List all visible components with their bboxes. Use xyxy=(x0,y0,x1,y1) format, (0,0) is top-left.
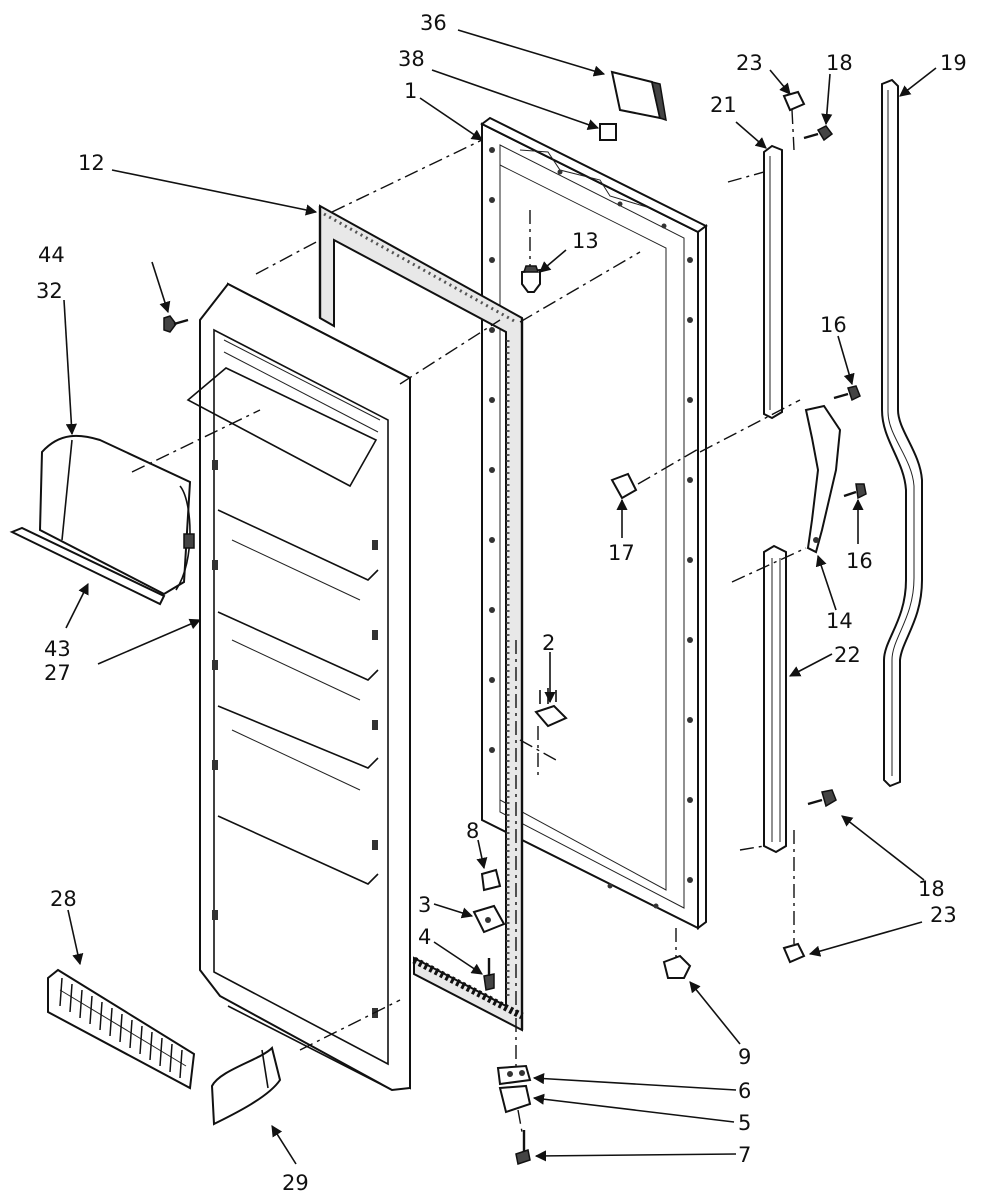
callout-44: 44 xyxy=(38,243,65,267)
callout-12: 12 xyxy=(78,151,105,175)
callout-1: 1 xyxy=(404,79,417,103)
door-gasket xyxy=(318,204,524,1032)
screw-44 xyxy=(163,315,189,333)
callout-21: 21 xyxy=(710,93,737,117)
washer-3 xyxy=(472,904,506,934)
callout-2: 2 xyxy=(542,631,555,655)
trim-strip xyxy=(9,526,166,606)
cap-23-bottom xyxy=(782,942,806,964)
hinge-bracket-14 xyxy=(804,404,842,554)
screw-7 xyxy=(515,1130,531,1165)
callout-5: 5 xyxy=(738,1111,751,1135)
lower-trim-22 xyxy=(763,544,787,854)
callout-16-top: 16 xyxy=(820,313,847,337)
handle-cap xyxy=(210,1046,282,1126)
callout-38: 38 xyxy=(398,47,425,71)
callout-4: 4 xyxy=(418,925,431,949)
callout-32: 32 xyxy=(36,279,63,303)
label-38 xyxy=(599,123,617,141)
clip-17 xyxy=(610,472,638,500)
upper-trim-21 xyxy=(763,144,783,420)
callout-18-top: 18 xyxy=(826,51,853,75)
callout-23-top: 23 xyxy=(736,51,763,75)
screw-16-top xyxy=(833,385,861,402)
stop-8 xyxy=(480,868,502,892)
hinge-6 xyxy=(496,1064,532,1086)
callout-13: 13 xyxy=(572,229,599,253)
hinge-5 xyxy=(498,1084,532,1114)
callout-27: 27 xyxy=(44,661,71,685)
callout-29: 29 xyxy=(282,1171,309,1195)
label-card-36 xyxy=(610,70,667,122)
grille xyxy=(47,968,196,1090)
screw-18-top xyxy=(803,125,834,142)
callout-18-bottom: 18 xyxy=(918,877,945,901)
callout-22: 22 xyxy=(834,643,861,667)
callout-14: 14 xyxy=(826,609,853,633)
screw-18-bottom xyxy=(807,789,837,808)
callout-labels: 36 38 1 23 18 21 19 12 13 44 32 16 17 16… xyxy=(36,11,967,1195)
callout-17: 17 xyxy=(608,541,635,565)
callout-9: 9 xyxy=(738,1045,751,1069)
callout-19: 19 xyxy=(940,51,967,75)
callout-28: 28 xyxy=(50,887,77,911)
callout-16-bottom: 16 xyxy=(846,549,873,573)
cap-23-top xyxy=(782,90,806,112)
callout-3: 3 xyxy=(418,893,431,917)
leader-lines xyxy=(63,29,937,1165)
callout-7: 7 xyxy=(738,1143,751,1167)
callout-8: 8 xyxy=(466,819,479,843)
callout-43: 43 xyxy=(44,637,71,661)
door-panel xyxy=(480,116,708,930)
door-handle-19 xyxy=(881,78,923,788)
screw-16-bottom xyxy=(843,483,867,500)
assembly-lines xyxy=(131,109,807,1133)
callout-36: 36 xyxy=(420,11,447,35)
callout-23-bottom: 23 xyxy=(930,903,957,927)
screw-4 xyxy=(483,958,495,991)
inner-door-liner xyxy=(186,282,411,1092)
door-bin xyxy=(38,434,195,596)
plug-13 xyxy=(521,265,541,293)
callout-6: 6 xyxy=(738,1079,751,1103)
bushing-9 xyxy=(662,954,692,979)
